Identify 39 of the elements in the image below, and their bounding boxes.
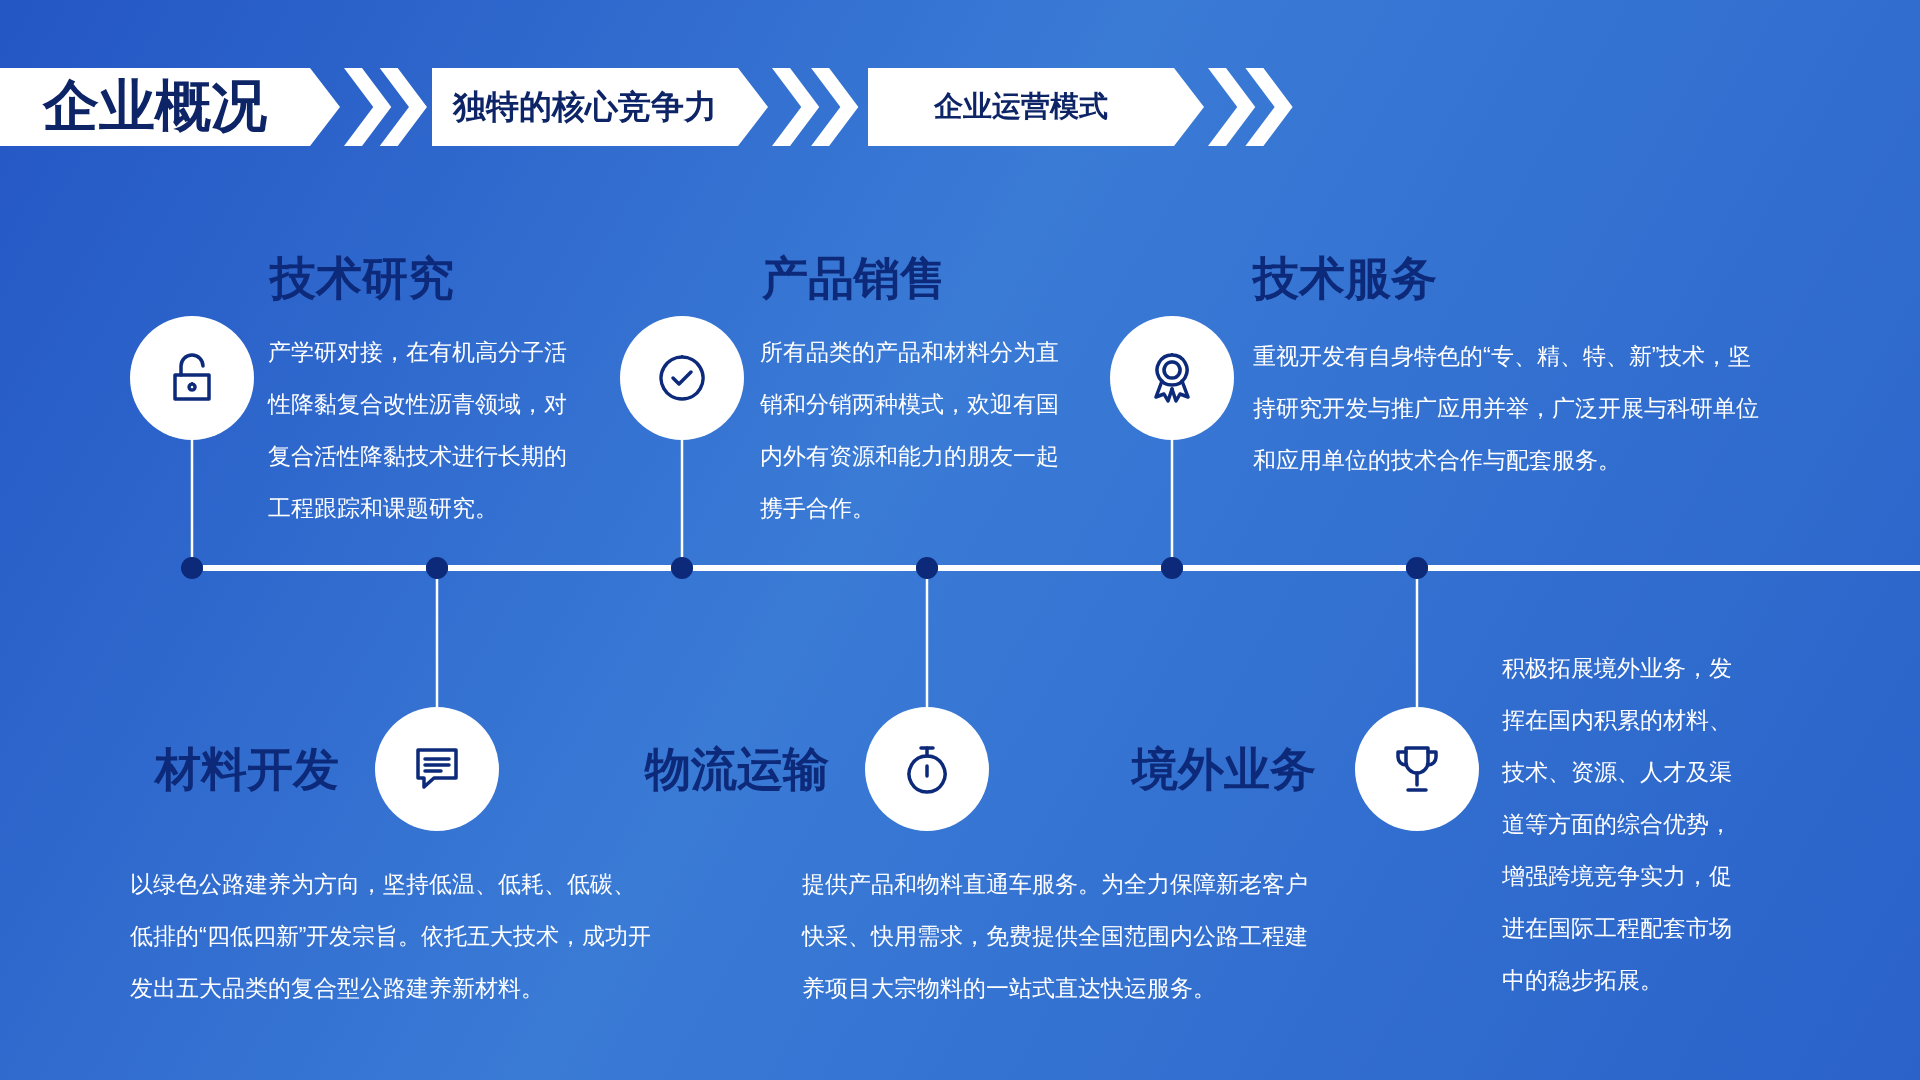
connector-line [1415,579,1419,707]
double-chevron-arrow [772,68,859,146]
tab-banner [432,68,768,146]
section-heading: 境外业务 [1132,742,1316,797]
tab-title: 独特的核心竞争力 [451,86,718,127]
timeline-dot [181,557,203,579]
connector-line [680,440,684,557]
connector-line [435,579,439,707]
section-heading: 技术服务 [1253,251,1437,306]
timeline-dot [916,557,938,579]
timeline-line [938,565,1161,571]
timeline-dot [426,557,448,579]
section-description: 提供产品和物料直通车服务。为全力保障新老客户快采、快用需求，免费提供全国范围内公路工程建养项目大宗物料的一站式直达快运服务。 [802,870,1309,1003]
timeline-line [693,565,916,571]
timeline-line [1183,565,1406,571]
timeline-dot [671,557,693,579]
double-chevron-arrow [1208,68,1293,146]
section-description: 所有品类的产品和材料分为直销和分销两种模式，欢迎有国内外有资源和能力的朋友一起携手合作。 [760,338,1060,523]
tab-banner [0,68,340,146]
section-heading: 产品销售 [762,251,946,306]
section-description: 积极拓展境外业务，发挥在国内积累的材料、技术、资源、人才及渠道等方面的综合优势，增强跨境竞争实力，促进在国际工程配套市场中的稳步拓展。 [1502,654,1733,995]
tab-banner [868,68,1204,146]
section-heading: 物流运输 [645,742,829,797]
timeline-dot [1161,557,1183,579]
section-description: 重视开发有自身特色的“专、精、特、新”技术，坚持研究开发与推广应用并举，广泛开展与科研单位和应用单位的技术合作与配套服务。 [1253,342,1760,475]
section-description: 以绿色公路建养为方向，坚持低温、低耗、低碳、低排的“四低四新”开发宗旨。依托五大技术，成功开发出五大品类的复合型公路建养新材料。 [130,870,653,1003]
section-heading: 技术研究 [270,251,454,306]
tab-title: 企业概况 [41,73,268,139]
section-heading: 材料开发 [155,742,339,797]
connector-line [1170,440,1174,557]
connector-line [925,579,929,707]
tab-title: 企业运营模式 [933,89,1109,124]
timeline-line [203,565,426,571]
section-description: 产学研对接，在有机高分子活性降黏复合改性沥青领域，对复合活性降黏技术进行长期的工程跟踪和课题研究。 [268,338,568,523]
timeline-line [1428,565,1920,571]
timeline-dot [1406,557,1428,579]
double-chevron-arrow [344,68,427,146]
timeline-line [448,565,671,571]
connector-line [190,440,194,557]
